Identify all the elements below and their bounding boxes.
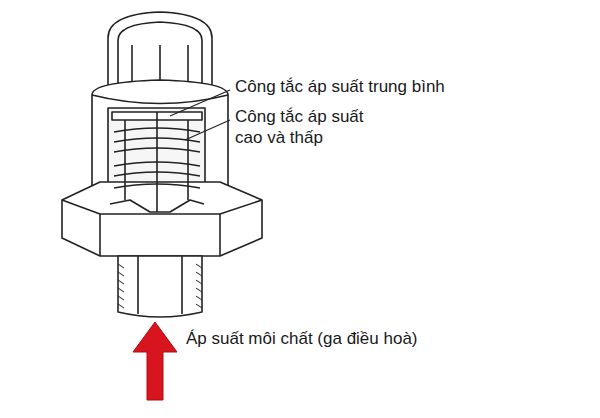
hex-edge [99,214,101,256]
disc-spring [114,128,200,132]
switch-rod [124,120,126,200]
threaded-stem [118,256,202,317]
pressure-arrow [133,322,177,400]
connector-housing [108,12,212,90]
disc-spring [114,162,200,166]
hex-flange [62,182,262,256]
stem-bore [138,256,182,314]
switch-rod [187,120,189,200]
hex-edge [62,200,262,214]
part-label: Công tắc áp suất trung bình [235,76,595,97]
hex-edge [219,214,221,256]
part-label: Công tắc áp suất cao và thấp [235,106,385,148]
leader-line [185,120,230,140]
diaphragm [110,200,204,212]
disc-spring [114,148,200,152]
connector-inner [118,22,202,88]
disc-spring [114,184,200,188]
input-label: Áp suất môi chất (ga điều hoà) [186,328,586,349]
leader-line [170,90,230,116]
disc-spring [114,172,200,176]
